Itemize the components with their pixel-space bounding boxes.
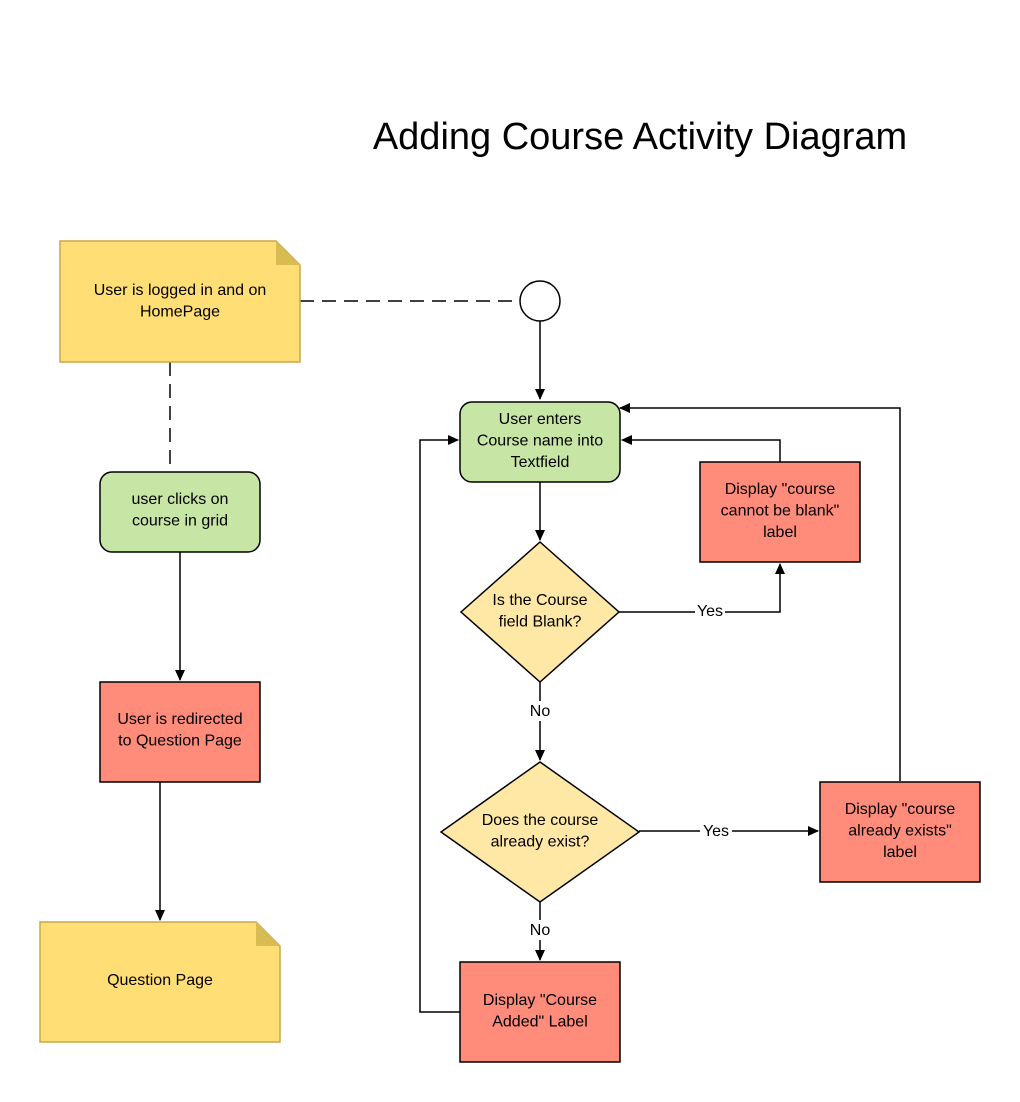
edge-label-bg (695, 601, 725, 621)
enter-course-line-1: User enters (499, 411, 582, 428)
blank-label-line-1: Display "course (725, 481, 836, 498)
action-blank-label-text: Display "course cannot be blank" label (721, 481, 840, 541)
note-logged-in: User is logged in and on HomePage (59, 240, 301, 363)
action-exists-label-text: Display "course already exists" label (845, 801, 956, 861)
edge-label-blank-yes: Yes (697, 603, 723, 620)
arrow-exists-label-back (619, 403, 901, 781)
exists-label-line-1: Display "course (845, 801, 956, 818)
blank-label-line-3: label (763, 524, 797, 541)
action-exists-label: Display "course already exists" label (819, 781, 981, 883)
exists-label-line-3: label (883, 844, 917, 861)
diagram-title: Adding Course Activity Diagram (373, 116, 907, 158)
note-logged-in-text: User is logged in and on HomePage (94, 282, 267, 321)
decision-already-exist-text: Does the course already exist? (482, 812, 599, 851)
user-clicks-line-1: user clicks on (132, 491, 229, 508)
note-question-page: Question Page (39, 921, 281, 1043)
start-node (519, 280, 561, 322)
action-redirected-text: User is redirected to Question Page (117, 711, 242, 750)
logged-in-note-line-1: User is logged in and on (94, 282, 267, 299)
question-page-note-line-1: Question Page (107, 972, 213, 989)
action-user-clicks: user clicks on course in grid (99, 471, 261, 553)
is-blank-line-1: Is the Course (492, 592, 587, 609)
redirected-line-1: User is redirected (117, 711, 242, 728)
added-label-line-2: Added" Label (492, 1014, 588, 1031)
action-user-clicks-text: user clicks on course in grid (132, 491, 229, 530)
decision-already-exist: Does the course already exist? (439, 761, 641, 903)
blank-label-line-2: cannot be blank" (721, 503, 840, 520)
added-label-line-1: Display "Course (483, 992, 597, 1009)
arrow-blank-label-back (621, 435, 781, 462)
decision-is-blank-text: Is the Course field Blank? (492, 592, 587, 631)
decision-is-blank: Is the Course field Blank? (459, 540, 621, 684)
user-clicks-line-2: course in grid (132, 513, 228, 530)
logged-in-note-line-2: HomePage (140, 304, 220, 321)
arrow-added-back (419, 435, 460, 1013)
action-redirected: User is redirected to Question Page (99, 681, 261, 783)
redirected-line-2: to Question Page (118, 733, 242, 750)
action-blank-label: Display "course cannot be blank" label (699, 461, 861, 563)
enter-course-line-2: Course name into (477, 433, 603, 450)
edge-label-bg (525, 701, 555, 721)
edge-label-exist-no: No (530, 922, 551, 939)
exists-label-line-2: already exists" (848, 823, 952, 840)
arrow-blank-yes (619, 563, 785, 613)
note-question-page-text: Question Page (107, 972, 213, 989)
is-blank-line-2: field Blank? (499, 614, 582, 631)
already-exist-line-2: already exist? (491, 834, 590, 851)
edge-label-blank-no: No (530, 703, 551, 720)
already-exist-line-1: Does the course (482, 812, 599, 829)
edge-label-bg (700, 821, 732, 841)
edge-label-bg (525, 920, 555, 940)
edge-label-exist-yes: Yes (703, 823, 729, 840)
enter-course-line-3: Textfield (511, 454, 570, 471)
